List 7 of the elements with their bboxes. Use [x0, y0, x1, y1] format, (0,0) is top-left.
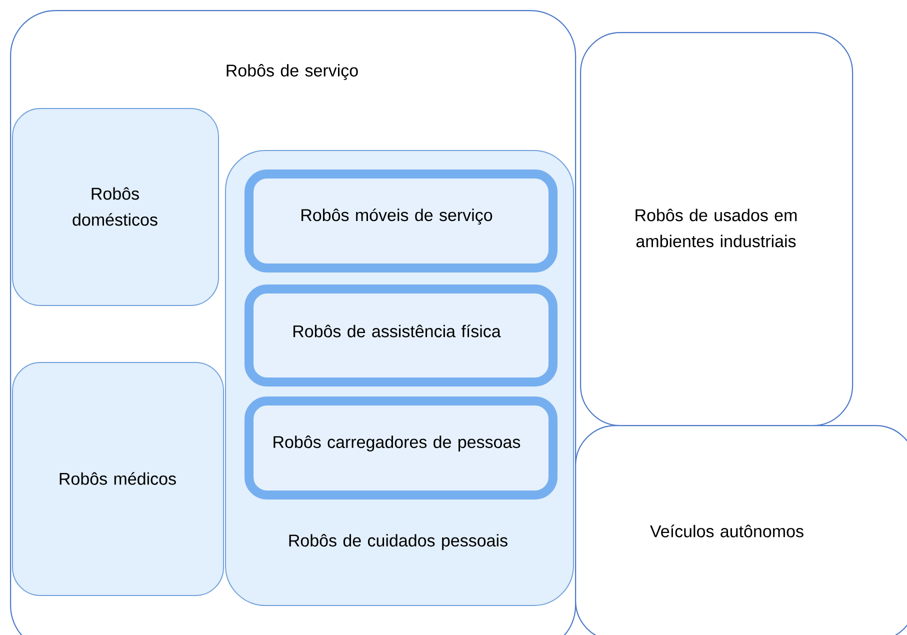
category-box: Robôs carregadores de pessoas: [244, 396, 558, 500]
category-box: Robôs de assistência física: [244, 284, 558, 386]
category-box: Robôs domésticos: [12, 108, 219, 306]
category-box: Robôs de usados em ambientes industriais: [580, 32, 854, 426]
category-box: Robôs móveis de serviço: [244, 170, 558, 272]
category-box: Veículos autônomos: [575, 425, 907, 635]
category-box: Robôs médicos: [12, 362, 224, 596]
